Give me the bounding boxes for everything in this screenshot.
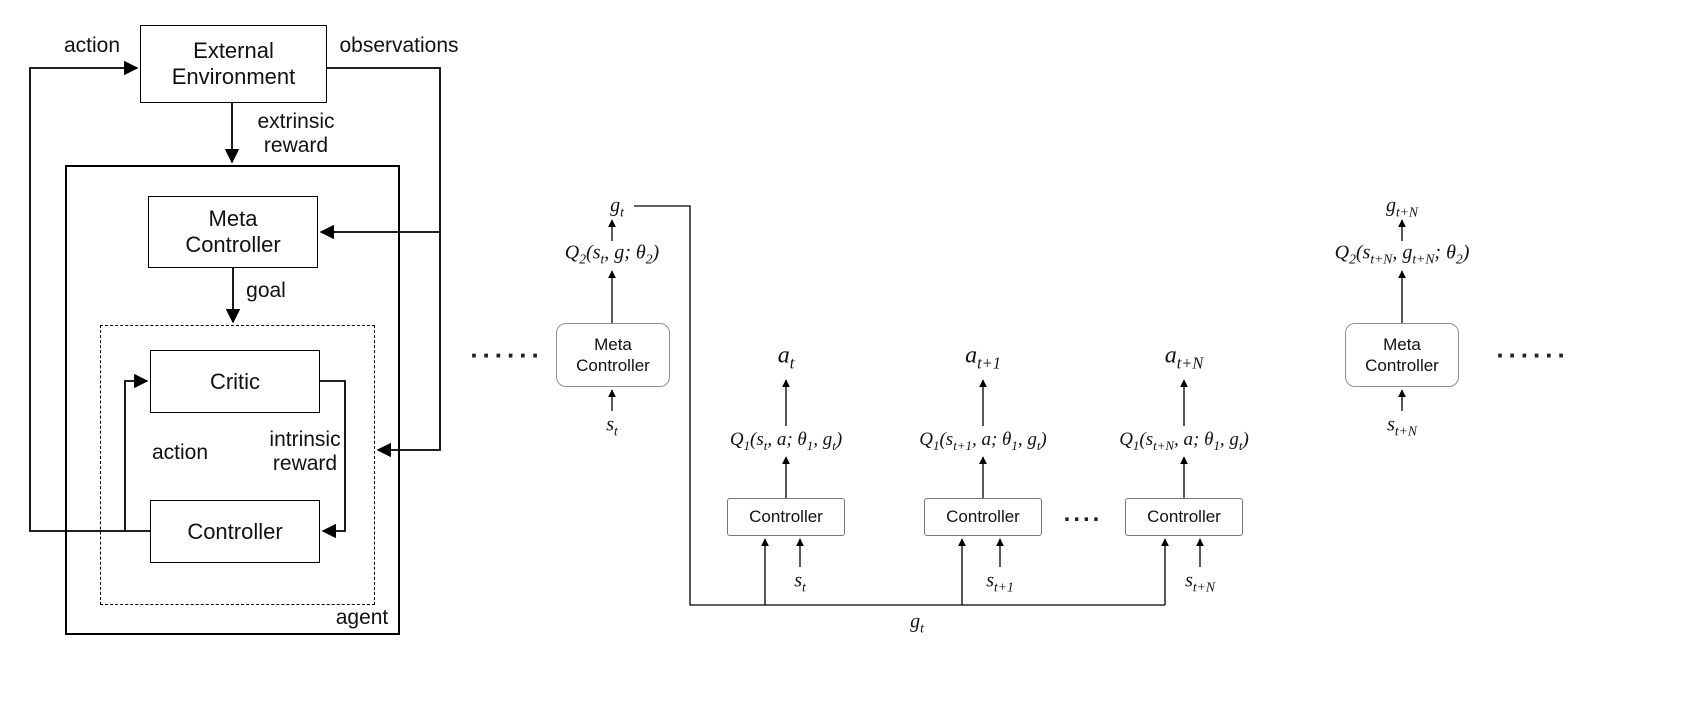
- controller-1-action-output-label: at: [777, 342, 795, 373]
- agent-box: [65, 165, 400, 635]
- meta2-goal-output-label: gt+N: [1385, 194, 1419, 220]
- meta-controller-2-box: Meta Controller: [1345, 323, 1459, 387]
- controller-box-left: Controller: [150, 500, 320, 563]
- agent-label: agent: [335, 606, 389, 629]
- meta2-q-value-label: Q2(st+N, gt+N; θ2): [1334, 241, 1470, 267]
- meta1-state-input-label: st: [606, 413, 618, 439]
- meta2-state-input-label: st+N: [1387, 413, 1417, 439]
- meta-controller-1-box: Meta Controller: [556, 323, 670, 387]
- goal-bus-label: gt: [910, 610, 924, 636]
- intrinsic-reward-line: [320, 380, 346, 539]
- inner-action-line: [124, 373, 149, 531]
- meta1-q-value-label: Q2(st, g; θ2): [564, 241, 660, 267]
- ellipsis-left: ......: [470, 333, 544, 364]
- ellipsis-right: ......: [1496, 333, 1570, 364]
- meta-controller-box: Meta Controller: [148, 196, 318, 268]
- controller-2-q-value-label: Q1(st+1, a; θ1, gt): [919, 429, 1047, 453]
- meta-controller-1-label: Meta Controller: [576, 334, 650, 375]
- controller-3-label: Controller: [1147, 507, 1221, 526]
- controller-2-state-input-label: st+1: [986, 569, 1014, 595]
- controller-1-box: Controller: [727, 498, 845, 536]
- controller-1-label: Controller: [749, 507, 823, 526]
- critic-box: Critic: [150, 350, 320, 413]
- meta-controller-2-label: Meta Controller: [1365, 334, 1439, 375]
- observations-label: observations: [339, 34, 459, 57]
- goal-bus-line: [634, 205, 1165, 606]
- intrinsic-module-dashed-box: [100, 325, 375, 605]
- controller-label-left: Controller: [187, 518, 283, 544]
- controller-3-action-output-label: at+N: [1164, 342, 1204, 373]
- meta1-goal-output-label: gt: [610, 194, 624, 220]
- controller-2-label: Controller: [946, 507, 1020, 526]
- intrinsic-reward-label: intrinsic reward: [269, 427, 341, 475]
- critic-label: Critic: [209, 368, 261, 394]
- controller-3-q-value-label: Q1(st+N, a; θ1, gt): [1119, 429, 1249, 453]
- observations-line: [327, 67, 441, 458]
- controller-2-box: Controller: [924, 498, 1042, 536]
- extrinsic-reward-label: extrinsic reward: [257, 109, 335, 157]
- action-label-inner: action: [151, 441, 209, 464]
- meta-controller-label: Meta Controller: [185, 206, 281, 257]
- ellipsis-mid: ....: [1063, 500, 1103, 527]
- external-environment-box: External Environment: [140, 25, 327, 103]
- controller-1-state-input-label: st: [794, 569, 806, 595]
- controller-3-state-input-label: st+N: [1185, 569, 1215, 595]
- controller-2-action-output-label: at+1: [965, 342, 1001, 373]
- action-label-top: action: [63, 34, 121, 57]
- controller-3-box: Controller: [1125, 498, 1243, 536]
- controller-1-q-value-label: Q1(st, a; θ1, gt): [729, 429, 843, 453]
- action-feedback-line: [29, 60, 150, 532]
- goal-label: goal: [246, 279, 286, 302]
- external-environment-label: External Environment: [171, 38, 296, 89]
